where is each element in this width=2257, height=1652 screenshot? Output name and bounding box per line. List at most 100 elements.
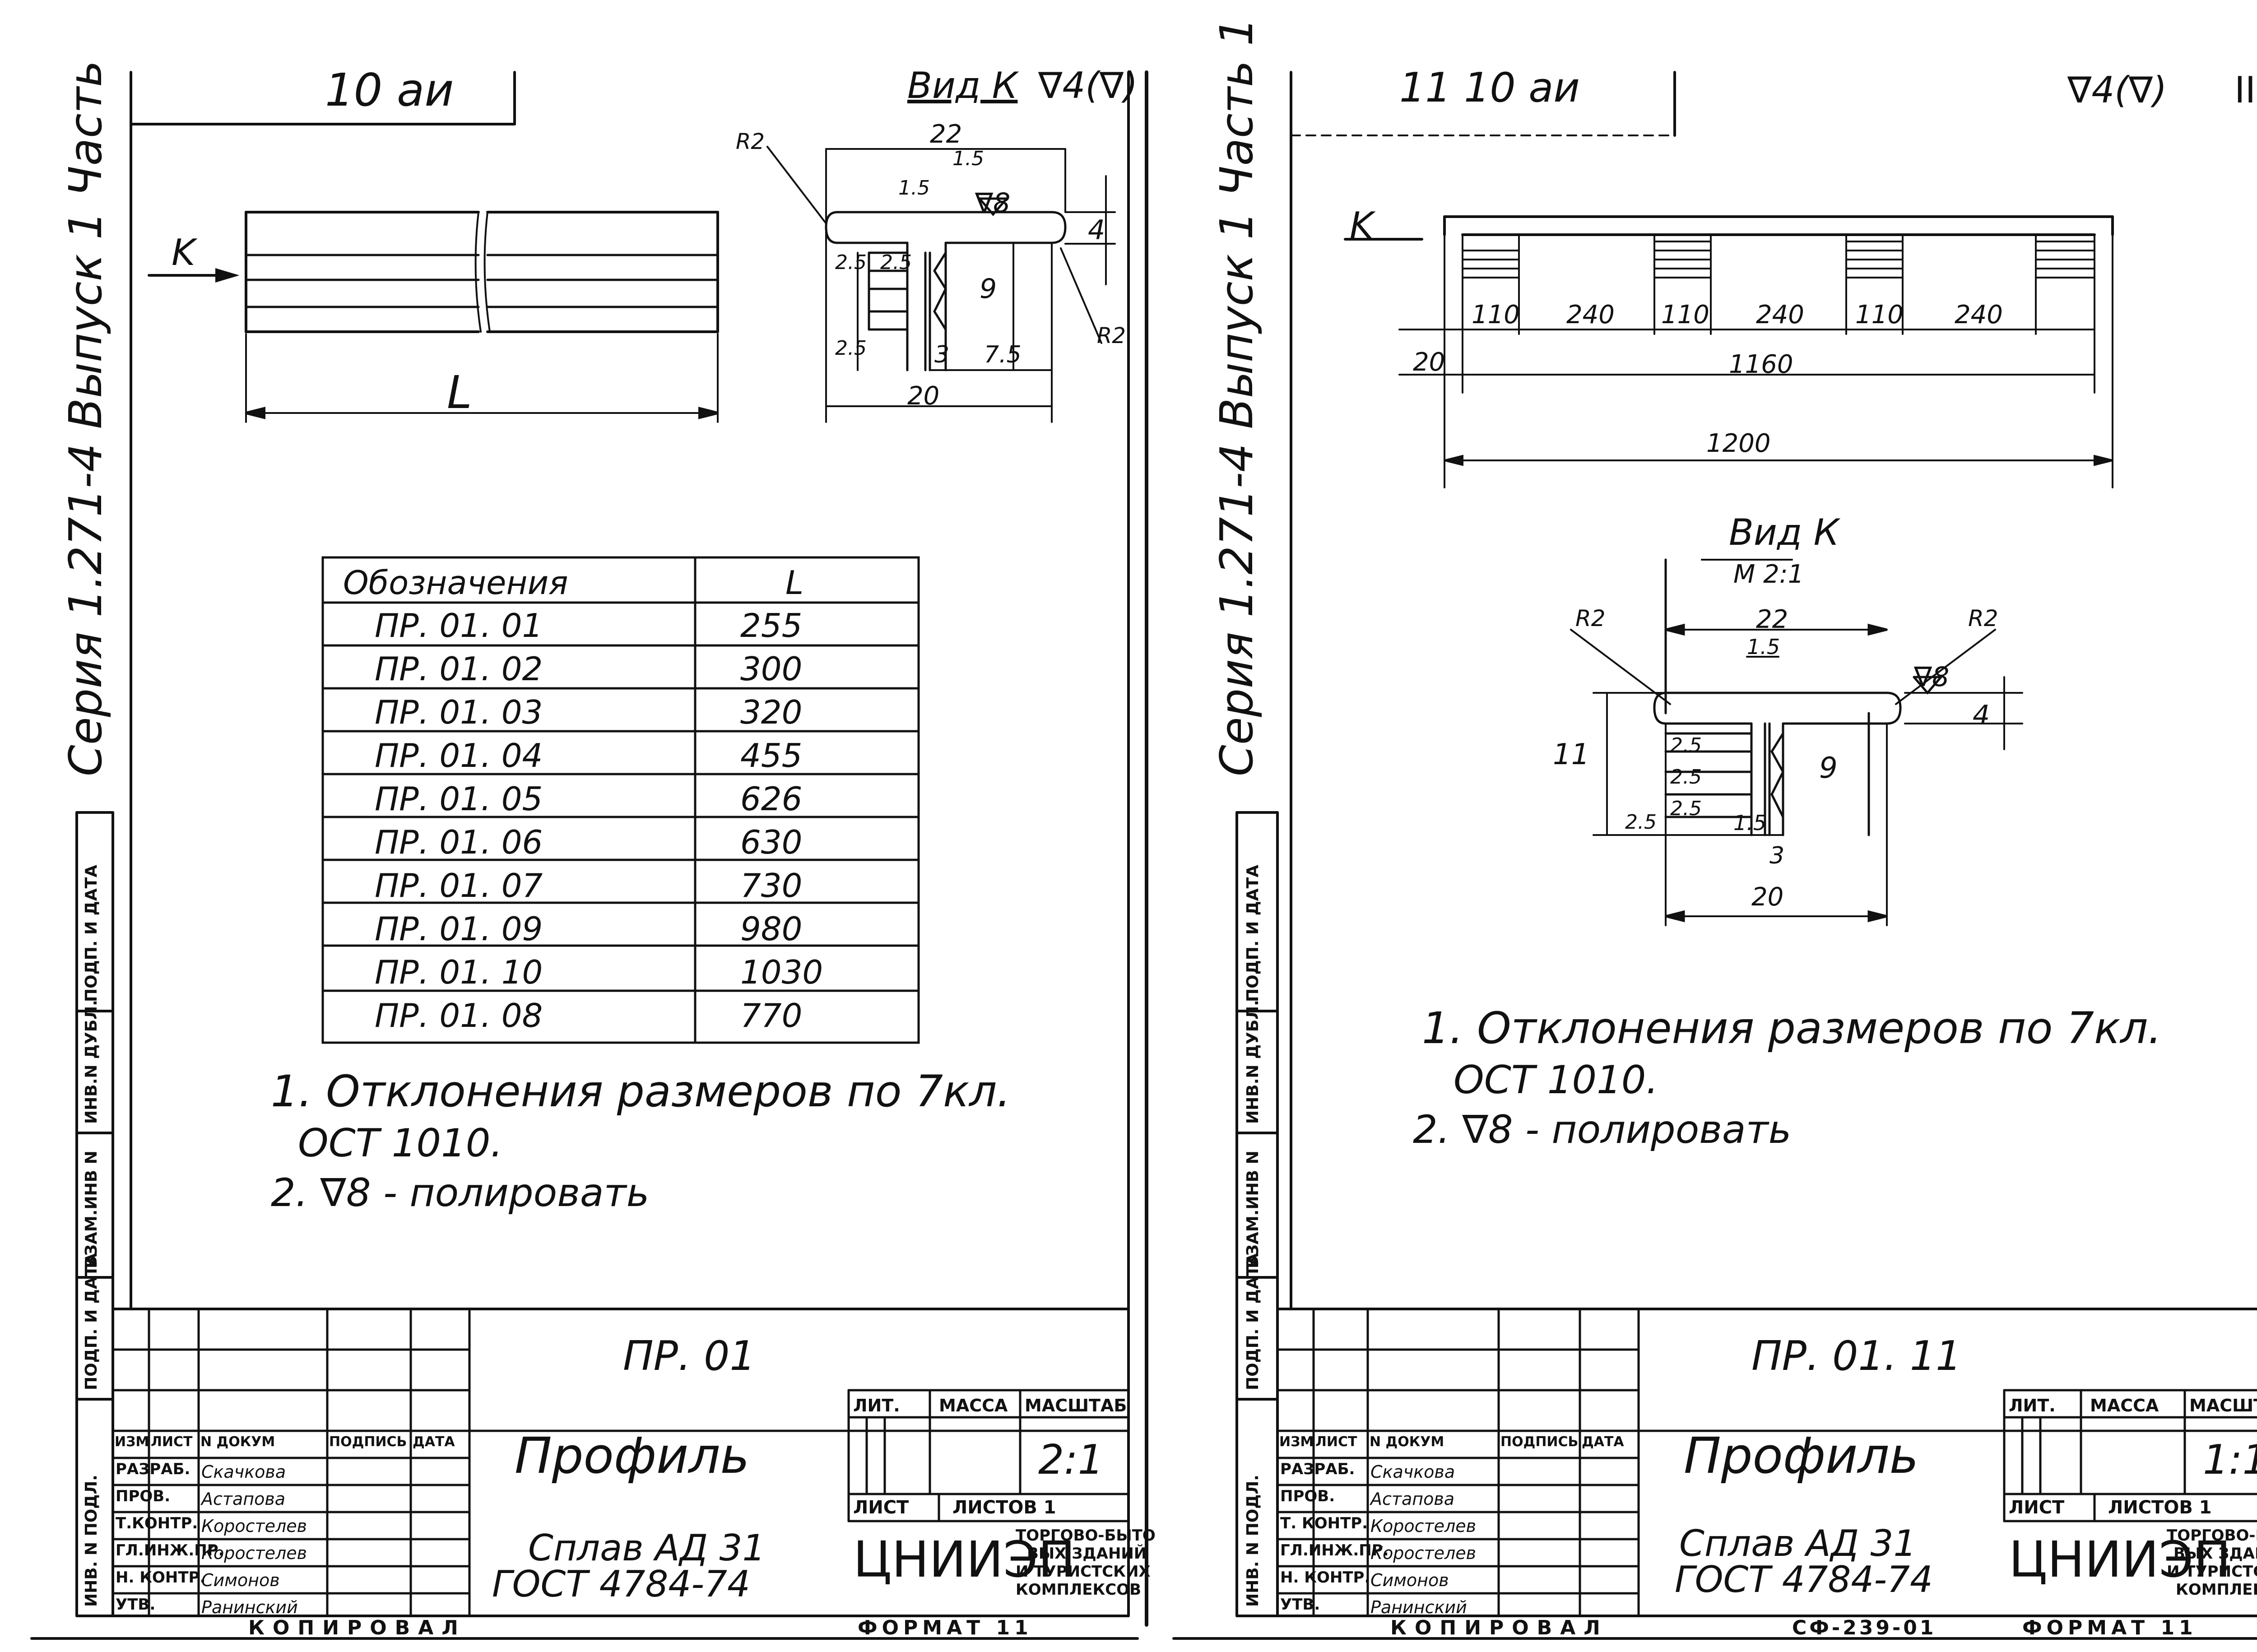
right-sheet-tb-col-head: ДАТА xyxy=(1582,1434,1624,1450)
right-dim-20b: 20 xyxy=(1751,882,1784,912)
left-roughness-8: ∇8 xyxy=(975,187,1011,219)
left-sheet-tb-signer-name: Ранинский xyxy=(201,1597,298,1617)
left-sheet-tb-signer-name: Астапова xyxy=(201,1489,286,1509)
right-sheet-tb-signer-name: Скачкова xyxy=(1370,1462,1455,1482)
right-roughness-8: ∇8 xyxy=(1914,661,1950,693)
right-dim-110b: 110 xyxy=(1661,300,1709,329)
left-tb-org-desc-1: ТОРГОВО-БЫТО xyxy=(1016,1527,1156,1545)
right-part-elevation xyxy=(1344,215,2114,488)
left-table-designation: ПР. 01. 07 xyxy=(375,867,543,905)
left-table-header-l: L xyxy=(785,564,804,602)
left-sheet-tb-signer-name: Коростелев xyxy=(201,1516,307,1536)
left-dim-r2b: R2 xyxy=(1097,323,1126,348)
left-tb-org-desc-3: И ТУРИСТСКИХ xyxy=(1016,1563,1151,1581)
right-dim-2-5b: 2.5 xyxy=(1670,766,1702,789)
right-copied-by: КОПИРОВАЛ xyxy=(1390,1616,1608,1639)
left-stamp-podp2: ПОДП. И ДАТА xyxy=(82,864,101,1002)
left-sheet-tb-signer-name: Коростелев xyxy=(201,1543,307,1563)
right-sheet-tb-signer-name: Коростелев xyxy=(1370,1516,1477,1536)
left-sheet-tb-signer-name: Симонов xyxy=(201,1570,280,1590)
left-sheet-tb-role: РАЗРАБ. xyxy=(116,1460,190,1478)
right-dim-1160: 1160 xyxy=(1729,350,1793,379)
right-dim-2-5d: 2.5 xyxy=(1625,811,1657,834)
left-stamp-vzam: ВЗАМ.ИНВ N xyxy=(82,1151,101,1268)
right-sheet-tb-role: ПРОВ. xyxy=(1280,1487,1335,1505)
right-dim-r2a: R2 xyxy=(1575,605,1606,631)
left-table-designation: ПР. 01. 05 xyxy=(375,780,543,818)
right-cross-section xyxy=(1570,558,2023,926)
right-sheet-tb-role: РАЗРАБ. xyxy=(1280,1460,1355,1478)
left-roughness-top: ∇4(∇) xyxy=(1038,65,1138,107)
right-dim-4: 4 xyxy=(1973,700,1990,731)
left-table-length: 300 xyxy=(740,650,803,688)
left-dim-20: 20 xyxy=(907,381,940,411)
left-table-length: 455 xyxy=(740,737,803,775)
right-stamp-podp2: ПОДП. И ДАТА xyxy=(1244,864,1262,1002)
right-drawing-code: ПР. 01. 11 xyxy=(1751,1332,1962,1380)
right-view-k-label: Вид К xyxy=(1729,511,1839,553)
left-dim-7-5: 7.5 xyxy=(984,341,1022,368)
right-tb-org: ЦНИИЭП xyxy=(2009,1531,2231,1588)
right-sheet-tb-col-head: ЛИСТ xyxy=(1315,1434,1357,1450)
right-dim-240a: 240 xyxy=(1566,300,1615,329)
left-sheet-tb-col-head: N ДОКУМ xyxy=(200,1434,275,1450)
left-table-designation: ПР. 01. 04 xyxy=(375,737,543,775)
right-arrow-k-label: K xyxy=(1350,204,1374,246)
right-sheet-tb-role: Т. КОНТР. xyxy=(1280,1514,1368,1532)
right-note-1: 1. Отклонения размеров по 7кл. xyxy=(1422,1003,2162,1053)
left-note-1b: ОСТ 1010. xyxy=(298,1121,503,1166)
right-dim-22: 22 xyxy=(1756,605,1788,634)
right-header-fragment: 11 10 аи xyxy=(1399,64,1580,111)
left-table-length: 730 xyxy=(740,867,803,905)
left-tb-scale-head: МАСШТАБ xyxy=(1025,1396,1127,1415)
left-format: ФОРМАТ 11 xyxy=(858,1616,1033,1639)
right-sheet-tb-col-head: ПОДПИСЬ xyxy=(1500,1434,1579,1450)
right-view-scale: М 2:1 xyxy=(1733,560,1804,589)
right-dim-1-5: 1.5 xyxy=(1747,635,1780,659)
right-dim-110a: 110 xyxy=(1472,300,1520,329)
left-tb-mass: МАССА xyxy=(939,1396,1008,1415)
left-dim-22: 22 xyxy=(930,120,962,149)
left-title-block-grid xyxy=(111,1308,1130,1617)
left-dim-r2a: R2 xyxy=(736,129,765,154)
right-stamp-vzam: ВЗАМ.ИНВ N xyxy=(1244,1151,1262,1268)
left-sheet-frame xyxy=(30,70,1148,1640)
right-corner-fragment: III xyxy=(2234,69,2257,111)
left-table-designation: ПР. 01. 01 xyxy=(375,607,543,645)
left-stamp-podp1: ПОДП. И ДАТА xyxy=(82,1253,101,1390)
left-table-designation: ПР. 01. 10 xyxy=(375,953,543,991)
right-sheet-tb-signer-name: Астапова xyxy=(1370,1489,1455,1509)
left-table-length: 320 xyxy=(740,693,803,731)
right-dim-2-5a: 2.5 xyxy=(1670,734,1702,757)
left-tb-org: ЦНИИЭП xyxy=(853,1531,1076,1588)
left-part-name: Профиль xyxy=(515,1427,750,1485)
left-sheet-tb-signer-name: Скачкова xyxy=(201,1462,286,1482)
right-tb-org-desc-4: КОМПЛЕКСО xyxy=(2176,1581,2257,1599)
left-table-length: 770 xyxy=(740,997,803,1035)
left-tb-scale: 2:1 xyxy=(1038,1436,1104,1484)
left-dim-2-5b: 2.5 xyxy=(880,251,912,274)
right-dim-110c: 110 xyxy=(1855,300,1904,329)
left-sheet-tb-role: УТВ. xyxy=(116,1596,156,1614)
right-dim-20: 20 xyxy=(1413,348,1445,377)
right-tb-sheets: ЛИСТОВ 1 xyxy=(2108,1497,2212,1518)
right-sheet-tb-role: УТВ. xyxy=(1280,1596,1320,1614)
right-dim-9: 9 xyxy=(1819,752,1838,785)
right-tb-org-desc-3: И ТУРИСТСКИ xyxy=(2167,1563,2257,1581)
left-dim-2-5c: 2.5 xyxy=(835,337,867,360)
right-tb-org-desc-2: ВЫХ ЗДАНИ xyxy=(2173,1545,2257,1563)
right-tb-org-desc-1: ТОРГОВО-БЫТ xyxy=(2167,1527,2257,1545)
left-material-1: Сплав АД 31 xyxy=(528,1527,766,1569)
left-dim-9: 9 xyxy=(980,273,997,305)
left-copied-by: КОПИРОВАЛ xyxy=(248,1616,466,1639)
left-length-label: L xyxy=(447,366,472,419)
right-tb-sheet: ЛИСТ xyxy=(2009,1497,2065,1518)
right-note-2: 2. ∇8 - полировать xyxy=(1413,1107,1792,1152)
left-dim-2-5a: 2.5 xyxy=(835,251,867,274)
left-sheet-tb-role: ПРОВ. xyxy=(116,1487,171,1505)
left-arrow-k-label: K xyxy=(172,232,195,274)
left-table-designation: ПР. 01. 06 xyxy=(375,823,543,861)
right-series-vertical: Серия 1.271-4 Выпуск 1 Часть 1 xyxy=(1210,17,1263,776)
left-dim-4: 4 xyxy=(1088,214,1105,246)
